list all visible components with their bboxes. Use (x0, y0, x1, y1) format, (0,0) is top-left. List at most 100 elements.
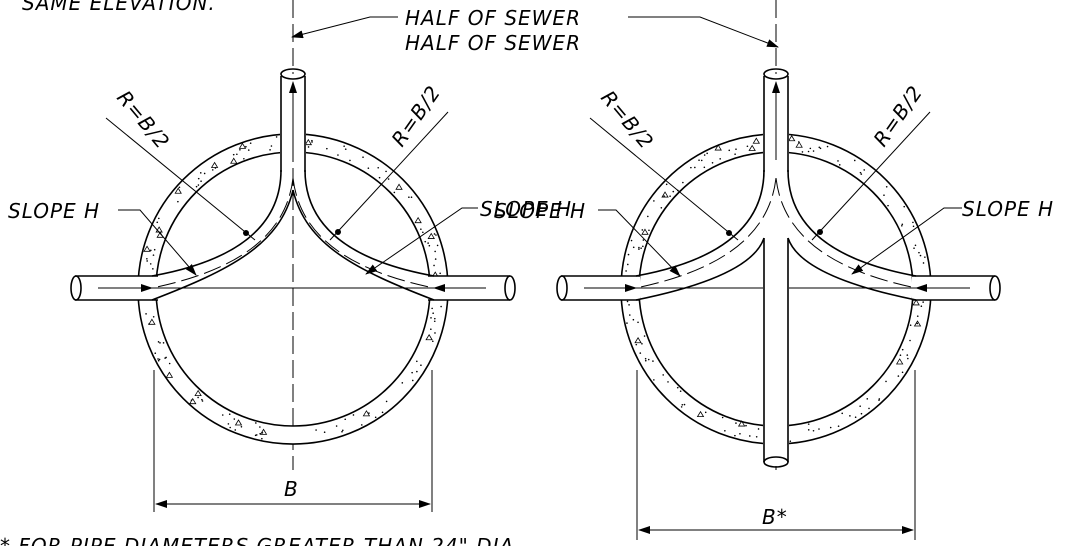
aggregate-dot (652, 360, 654, 362)
aggregate-dot (311, 141, 313, 143)
aggregate-dot (660, 206, 663, 209)
aggregate-triangle (189, 397, 197, 405)
aggregate-dot (344, 148, 347, 150)
aggregate-dot (203, 172, 206, 175)
aggregate-dot (150, 249, 152, 252)
aggregate-dot (149, 263, 152, 265)
aggregate-dot (433, 320, 436, 323)
aggregate-dot (214, 167, 217, 169)
aggregate-dot (665, 183, 668, 186)
aggregate-dot (337, 154, 339, 156)
aggregate-dot (254, 434, 257, 437)
aggregate-dot (243, 157, 245, 160)
aggregate-dot (195, 185, 198, 188)
aggregate-dot (897, 375, 900, 377)
aggregate-dot (368, 412, 370, 414)
aggregate-triangle (143, 245, 151, 252)
aggregate-dot (416, 370, 418, 373)
aggregate-dot (644, 359, 647, 362)
aggregate-dot (436, 244, 439, 247)
aggregate-dot (154, 352, 157, 355)
aggregate-dot (653, 379, 655, 381)
aggregate-dot (156, 221, 159, 224)
aggregate-dot (378, 176, 381, 179)
aggregate-dot (401, 382, 404, 384)
aggregate-dot (393, 191, 396, 194)
aggregate-dot (434, 258, 437, 260)
aggregate-dot (676, 386, 679, 389)
aggregate-triangle (395, 183, 403, 190)
aggregate-dot (367, 167, 370, 169)
aggregate-dot (148, 323, 150, 325)
left-outlet-pipe (280, 68, 306, 172)
aggregate-triangle (194, 389, 202, 397)
aggregate-dot (812, 150, 815, 152)
aggregate-dot (434, 332, 436, 334)
aggregate-dot (922, 262, 925, 264)
aggregate-dot (680, 406, 683, 408)
aggregate-dot (197, 177, 200, 180)
aggregate-dot (177, 200, 179, 203)
left-aggregate-stipple (143, 136, 443, 440)
aggregate-dot (849, 415, 851, 417)
right-slope-label-1: SLOPE H (494, 199, 586, 223)
aggregate-triangle (661, 191, 669, 198)
aggregate-dot (698, 159, 700, 161)
aggregate-dot (837, 425, 840, 427)
aggregate-triangle (748, 144, 756, 151)
aggregate-dot (245, 145, 247, 148)
aggregate-dot (913, 247, 915, 249)
left-radius-label-1: R=B/2 (112, 86, 175, 154)
aggregate-dot (152, 254, 155, 256)
aggregate-dot (907, 357, 909, 360)
right-slope-label-2: SLOPE H (962, 197, 1054, 221)
aggregate-dot (410, 196, 413, 199)
aggregate-dot (906, 354, 909, 356)
aggregate-triangle (234, 419, 243, 426)
aggregate-dot (916, 322, 919, 325)
aggregate-dot (643, 335, 646, 337)
aggregate-dot (838, 164, 841, 166)
aggregate-dot (422, 231, 424, 234)
aggregate-dot (641, 229, 644, 231)
aggregate-dot (647, 358, 650, 361)
aggregate-dot (683, 403, 686, 406)
footnote: * FOR PIPE DIAMETERS GREATER THAN 24" DI… (0, 534, 522, 546)
aggregate-dot (679, 390, 682, 392)
aggregate-dot (887, 204, 889, 207)
aggregate-dot (912, 221, 914, 224)
aggregate-triangle (362, 410, 371, 417)
aggregate-triangle (174, 187, 182, 194)
aggregate-dot (920, 305, 923, 307)
aggregate-dot (640, 247, 642, 249)
aggregate-triangle (304, 138, 313, 146)
aggregate-dot (157, 341, 160, 343)
aggregate-dot (259, 432, 261, 435)
aggregate-dot (734, 153, 736, 155)
aggregate-dot (625, 270, 627, 272)
aggregate-dot (642, 239, 645, 241)
aggregate-dot (628, 314, 631, 316)
aggregate-dot (315, 429, 317, 431)
aggregate-dot (408, 196, 410, 199)
aggregate-dot (374, 416, 377, 419)
aggregate-dot (901, 224, 903, 227)
aggregate-triangle (148, 318, 156, 325)
aggregate-triangle (696, 410, 705, 418)
aggregate-dot (632, 318, 635, 321)
aggregate-dot (249, 142, 252, 144)
aggregate-dot (663, 195, 665, 197)
aggregate-dot (153, 248, 156, 251)
aggregate-dot (642, 245, 644, 248)
aggregate-dot (626, 263, 629, 266)
aggregate-dot (211, 169, 214, 171)
aggregate-dot (866, 398, 869, 400)
aggregate-triangle (165, 371, 174, 378)
aggregate-dot (420, 228, 422, 230)
aggregate-dot (667, 381, 669, 383)
right-radius-label-1: R=B/2 (596, 86, 659, 154)
left-radius-label-2: R=B/2 (386, 81, 445, 151)
aggregate-dot (818, 146, 821, 149)
aggregate-triangle (913, 320, 922, 327)
aggregate-dot (416, 360, 418, 363)
